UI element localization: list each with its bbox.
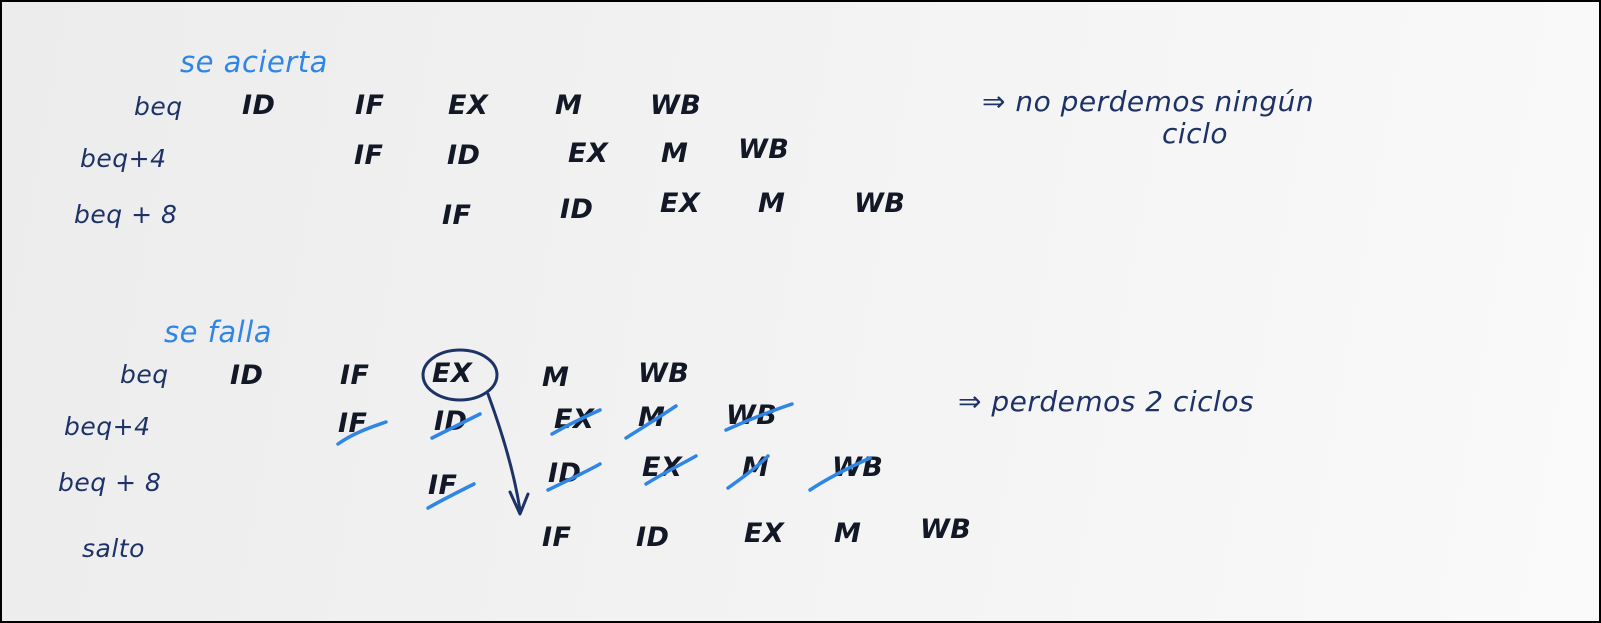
note-hit-line1: ⇒ no perdemos ningún	[982, 85, 1315, 118]
stage-hit-1-2: EX	[568, 138, 609, 169]
stage-hit-0-2: EX	[448, 90, 489, 121]
stage-miss-1-1: ID	[434, 406, 468, 437]
stage-hit-2-1: ID	[560, 194, 594, 225]
stage-hit-0-4: WB	[650, 90, 702, 121]
row-label-beq8-hit: beq + 8	[74, 200, 178, 229]
row-label-beq-hit: beq	[134, 92, 183, 121]
stage-hit-0-1: IF	[355, 90, 385, 121]
stage-miss-0-2: EX	[432, 358, 473, 389]
stage-miss-0-1: IF	[340, 360, 370, 391]
stage-salto-1: ID	[636, 522, 670, 553]
stage-miss-2-1: ID	[548, 458, 582, 489]
stage-miss-2-3: M	[742, 452, 770, 483]
note-miss: ⇒ perdemos 2 ciclos	[958, 385, 1255, 418]
stage-miss-1-3: M	[638, 402, 666, 433]
stage-miss-1-0: IF	[338, 408, 368, 439]
stage-miss-2-4: WB	[832, 452, 884, 483]
stage-hit-0-0: ID	[242, 90, 276, 121]
stage-miss-1-2: EX	[554, 404, 595, 435]
stage-hit-1-3: M	[661, 138, 689, 169]
heading-miss: se falla	[164, 315, 273, 349]
stage-hit-0-3: M	[555, 90, 583, 121]
stage-miss-0-0: ID	[230, 360, 264, 391]
row-label-beq-miss: beq	[120, 360, 169, 389]
stage-miss-0-3: M	[542, 362, 570, 393]
stage-salto-4: WB	[920, 514, 972, 545]
stage-hit-1-4: WB	[738, 134, 790, 165]
branch-arrow	[486, 392, 522, 512]
stage-miss-1-4: WB	[726, 400, 778, 431]
stage-hit-1-1: ID	[447, 140, 481, 171]
row-label-salto: salto	[82, 534, 145, 563]
stage-salto-0: IF	[542, 522, 572, 553]
heading-hit: se acierta	[180, 45, 328, 79]
stage-miss-2-0: IF	[428, 470, 458, 501]
row-label-beq4-hit: beq+4	[80, 144, 167, 173]
stage-salto-3: M	[834, 518, 862, 549]
stage-miss-2-2: EX	[642, 452, 683, 483]
stage-hit-2-4: WB	[854, 188, 906, 219]
row-label-beq8-miss: beq + 8	[58, 468, 162, 497]
stage-salto-2: EX	[744, 518, 785, 549]
row-label-beq4-miss: beq+4	[64, 412, 151, 441]
stage-miss-0-4: WB	[638, 358, 690, 389]
branch-arrowhead	[508, 490, 530, 516]
stage-hit-2-2: EX	[660, 188, 701, 219]
stage-hit-2-0: IF	[442, 200, 472, 231]
stage-hit-1-0: IF	[354, 140, 384, 171]
stage-hit-2-3: M	[758, 188, 786, 219]
note-hit-line2: ciclo	[1162, 117, 1228, 150]
